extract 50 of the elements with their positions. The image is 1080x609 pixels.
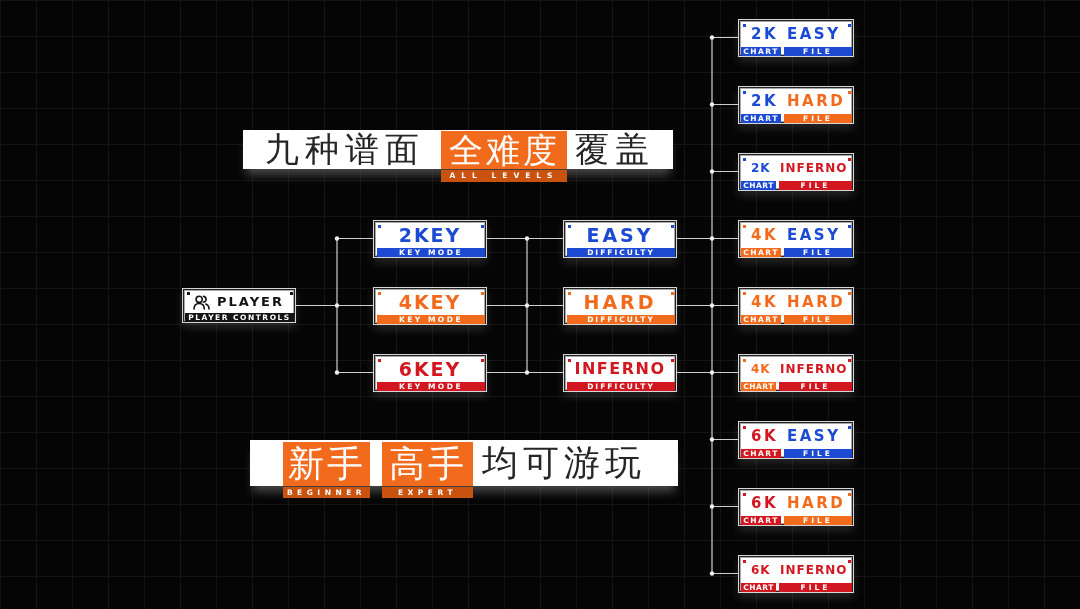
mode-card	[373, 286, 487, 325]
card-title: PLAYER	[217, 295, 284, 309]
card-title: INFERNO	[780, 564, 848, 577]
card-title: 6K	[751, 564, 771, 577]
card-title: 2K	[751, 26, 779, 42]
highlight-text: 高手	[388, 442, 467, 486]
banner-text: 均可游玩	[482, 441, 646, 485]
chart-card	[738, 219, 854, 258]
difficulty-card	[563, 219, 677, 258]
card-title: 4K	[751, 363, 771, 376]
card-title: 6KEY	[398, 359, 462, 379]
card-title: HARD	[787, 93, 846, 109]
card-title: INFERNO	[780, 162, 848, 175]
banner-text: 覆盖	[575, 130, 655, 169]
card-title: HARD	[583, 292, 657, 312]
mode-card	[373, 219, 487, 258]
card-title: HARD	[787, 495, 846, 511]
banner-text: 九种谱面	[265, 130, 425, 169]
connector-line	[486, 237, 564, 374]
chart-card	[738, 353, 854, 392]
card-title: 4K	[751, 227, 779, 243]
mode-card	[373, 353, 487, 392]
chart-card	[738, 286, 854, 325]
difficulty-card	[563, 286, 677, 325]
card-title: EASY	[586, 225, 654, 245]
connector-line	[295, 237, 374, 374]
card-title: EASY	[787, 428, 841, 444]
difficulty-card	[563, 353, 677, 392]
highlight-text: 新手	[287, 442, 366, 486]
card-title: HARD	[787, 294, 846, 310]
card-title: INFERNO	[780, 363, 848, 376]
card-title: 4KEY	[398, 292, 462, 312]
card-title: EASY	[787, 26, 841, 42]
chart-card	[738, 18, 854, 57]
chart-card	[738, 420, 854, 459]
card-title: 2K	[751, 93, 779, 109]
card-title: 6K	[751, 495, 779, 511]
connector-line	[676, 36, 739, 575]
player-card	[182, 288, 296, 323]
chart-card	[738, 152, 854, 191]
chart-card	[738, 85, 854, 124]
card-title: 2KEY	[398, 225, 462, 245]
card-title: 2K	[751, 162, 771, 175]
card-title: 4K	[751, 294, 779, 310]
card-title: EASY	[787, 227, 841, 243]
chart-card	[738, 487, 854, 526]
chart-card	[738, 554, 854, 593]
card-title: 6K	[751, 428, 779, 444]
highlight-text: 全难度	[448, 131, 560, 169]
card-title: INFERNO	[574, 361, 666, 378]
